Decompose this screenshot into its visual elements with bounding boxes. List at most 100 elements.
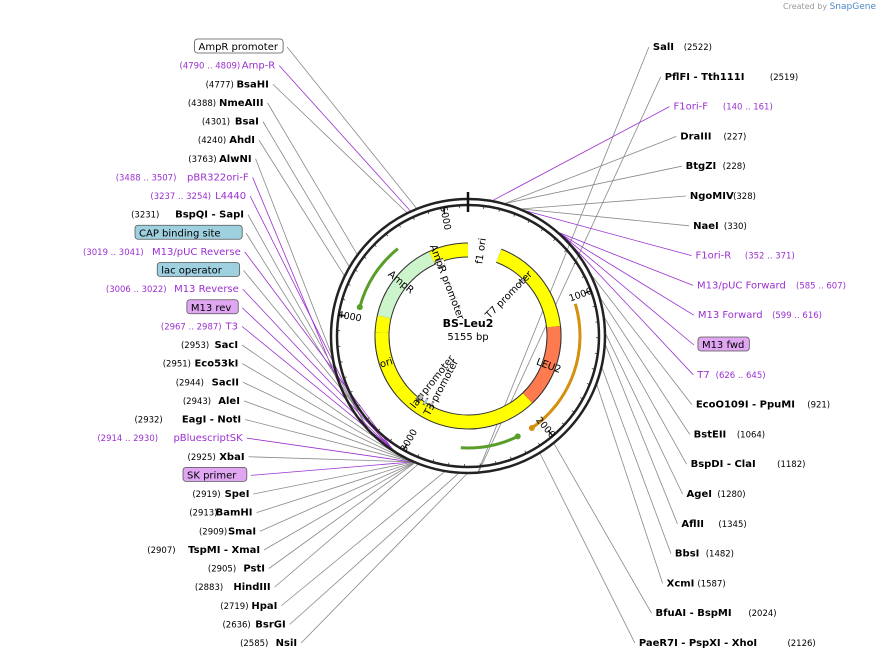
- label-text: SacI: [214, 340, 238, 351]
- site-label-l4440[interactable]: L4440(3237 .. 3254): [150, 191, 246, 202]
- label-text: M13 Forward: [698, 310, 763, 321]
- site-label-nmeaiii[interactable]: NmeAIII(4388): [188, 98, 264, 109]
- site-label-pbr322ori-f[interactable]: pBR322ori-F(3488 .. 3507): [116, 172, 249, 183]
- feature-ampr-body: [377, 252, 435, 319]
- site-label-xcmi[interactable]: XcmI(1587): [667, 578, 726, 589]
- site-label-alwni[interactable]: AlwNI(3763): [188, 154, 251, 165]
- label-position: (2967 .. 2987): [161, 322, 222, 332]
- snapgene-credit: Created by SnapGene: [783, 2, 876, 12]
- site-label-spei[interactable]: SpeI(2919): [192, 489, 249, 500]
- site-label-draiii[interactable]: DraIII(227): [680, 131, 746, 142]
- site-label-bsai[interactable]: BsaI(4301): [202, 117, 259, 128]
- site-label-btgzi[interactable]: BtgZI(228): [686, 161, 746, 172]
- leader-line: [600, 298, 690, 435]
- label-text: BspDI - ClaI: [691, 459, 756, 470]
- site-label-pflfi-tth111i[interactable]: PflFI - Tth111I(2519): [665, 72, 798, 83]
- site-label-ahdi[interactable]: AhdI(4240): [198, 135, 255, 146]
- site-label-amp-r[interactable]: Amp-R(4790 .. 4809): [180, 61, 276, 72]
- site-label-bsteii[interactable]: BstEII(1064): [694, 429, 765, 440]
- leader-line: [248, 456, 412, 463]
- feature-leu2-body: [522, 326, 561, 403]
- site-label-eco53ki[interactable]: Eco53kI(2951): [163, 359, 239, 370]
- site-label-hindiii[interactable]: HindIII(2883): [195, 582, 271, 593]
- site-label-m13-puc-reverse[interactable]: M13/pUC Reverse(3019 .. 3041): [83, 247, 241, 258]
- site-label-sali[interactable]: SalI(2522): [653, 42, 712, 53]
- site-label-m13-fwd[interactable]: M13 fwd: [697, 336, 750, 352]
- minor-tick: [389, 438, 393, 442]
- leader-line: [289, 473, 459, 625]
- minor-tick: [354, 269, 358, 272]
- site-label-alei[interactable]: AleI(2943): [183, 396, 240, 407]
- leader-line: [592, 275, 693, 405]
- site-label-aflii[interactable]: AflII(1345): [681, 519, 746, 530]
- site-label-bsahi[interactable]: BsaHI(4777): [206, 79, 269, 90]
- site-label-ngomiv[interactable]: NgoMIV(328): [690, 191, 756, 202]
- site-label-bbsi[interactable]: BbsI(1482): [675, 549, 734, 560]
- label-text: SacII: [212, 377, 239, 388]
- site-label-bfuai-bspmi[interactable]: BfuAI - BspMI(2024): [656, 608, 777, 619]
- minor-tick: [538, 442, 541, 446]
- site-label-t7[interactable]: T7(626 .. 645): [696, 370, 765, 381]
- feature-leu2[interactable]: LEU2: [522, 325, 563, 404]
- label-text: CAP binding site: [139, 228, 221, 239]
- minor-tick: [398, 224, 401, 228]
- site-label-ampr-promoter[interactable]: AmpR promoter: [194, 38, 284, 54]
- site-label-paer7i-pspxi-xhoi[interactable]: PaeR7I - PspXI - XhoI (2126): [639, 638, 816, 649]
- site-label-eagi-noti[interactable]: EagI - NotI(2932): [134, 415, 241, 426]
- feature-ampr[interactable]: AmpR: [376, 251, 436, 319]
- label-position: (228): [723, 162, 746, 172]
- label-position: (921): [807, 401, 830, 411]
- site-label-bamhi[interactable]: BamHI(2913): [189, 508, 252, 519]
- site-label-ecoo109i-ppumi[interactable]: EcoO109I - PpuMI(921): [696, 400, 830, 411]
- site-label-lac-operator[interactable]: lac operator: [156, 262, 241, 277]
- site-label-m13-forward[interactable]: M13 Forward(599 .. 616): [698, 310, 822, 321]
- site-label-cap-binding-site[interactable]: CAP binding site: [134, 224, 243, 240]
- minor-tick: [498, 208, 500, 212]
- site-label-sacii[interactable]: SacII(2944): [176, 377, 239, 388]
- label-text: HindIII: [233, 582, 270, 593]
- site-label-bsrgi[interactable]: BsrGI(2636): [222, 619, 285, 630]
- site-label-saci[interactable]: SacI(2953): [181, 340, 238, 351]
- feature-ori[interactable]: ori: [374, 332, 407, 394]
- site-label-naei[interactable]: NaeI(330): [693, 221, 747, 232]
- site-label-agei[interactable]: AgeI(1280): [687, 489, 746, 500]
- site-label-psti[interactable]: PstI(2905): [208, 564, 265, 575]
- site-label-xbai[interactable]: XbaI(2925): [188, 452, 245, 463]
- leader-line: [278, 65, 411, 211]
- site-label-bspqi-sapi[interactable]: BspQI - SapI(3231): [131, 210, 244, 221]
- snapgene-brand: SnapGene: [829, 2, 876, 12]
- leader-line: [262, 121, 350, 267]
- label-position: (2126): [787, 639, 815, 649]
- label-text: PaeR7I - PspXI - XhoI: [639, 638, 757, 649]
- site-label-sk-primer[interactable]: SK primer: [182, 466, 248, 482]
- leader-line: [564, 237, 694, 376]
- site-label-t3[interactable]: T3(2967 .. 2987): [161, 321, 238, 332]
- label-position: (4240): [198, 136, 226, 146]
- minor-tick: [342, 298, 346, 301]
- label-position: (3006 .. 3022): [106, 285, 167, 295]
- site-label-f1ori-r[interactable]: F1ori-R(352 .. 371): [695, 251, 794, 262]
- site-label-m13-rev[interactable]: M13 rev: [186, 299, 239, 315]
- site-label-m13-puc-forward[interactable]: M13/pUC Forward(585 .. 607): [697, 280, 846, 291]
- feature-f1-ori-label: f1 ori: [474, 237, 489, 264]
- site-label-f1ori-f[interactable]: F1ori-F(140 .. 161): [673, 102, 772, 113]
- site-label-nsii[interactable]: NsiI(2585): [240, 638, 297, 649]
- label-position: (3019 .. 3041): [83, 248, 144, 258]
- site-label-bspdi-clai[interactable]: BspDI - ClaI(1182): [691, 459, 806, 470]
- label-text: Amp-R: [242, 61, 276, 72]
- site-label-tspmi-xmai[interactable]: TspMI - XmaI(2907): [147, 545, 260, 556]
- label-position: (2943): [183, 397, 211, 407]
- label-text: HpaI: [251, 601, 277, 612]
- site-label-pbluescriptsk[interactable]: pBluescriptSK(2914 .. 2930): [97, 433, 243, 444]
- site-label-m13-reverse[interactable]: M13 Reverse(3006 .. 3022): [106, 284, 239, 295]
- green-direction-arc: [460, 435, 519, 450]
- leader-line: [247, 214, 370, 433]
- label-text: pBluescriptSK: [173, 433, 243, 444]
- label-position: (2585): [240, 639, 268, 649]
- label-position: (140 .. 161): [723, 103, 773, 113]
- site-label-smai[interactable]: SmaI(2909): [199, 526, 256, 537]
- site-label-hpai[interactable]: HpaI(2719): [220, 601, 277, 612]
- feature-t7-promoter[interactable]: T7 promoter: [483, 269, 536, 322]
- feature-lac-operator[interactable]: [422, 397, 429, 406]
- minor-tick: [592, 305, 596, 308]
